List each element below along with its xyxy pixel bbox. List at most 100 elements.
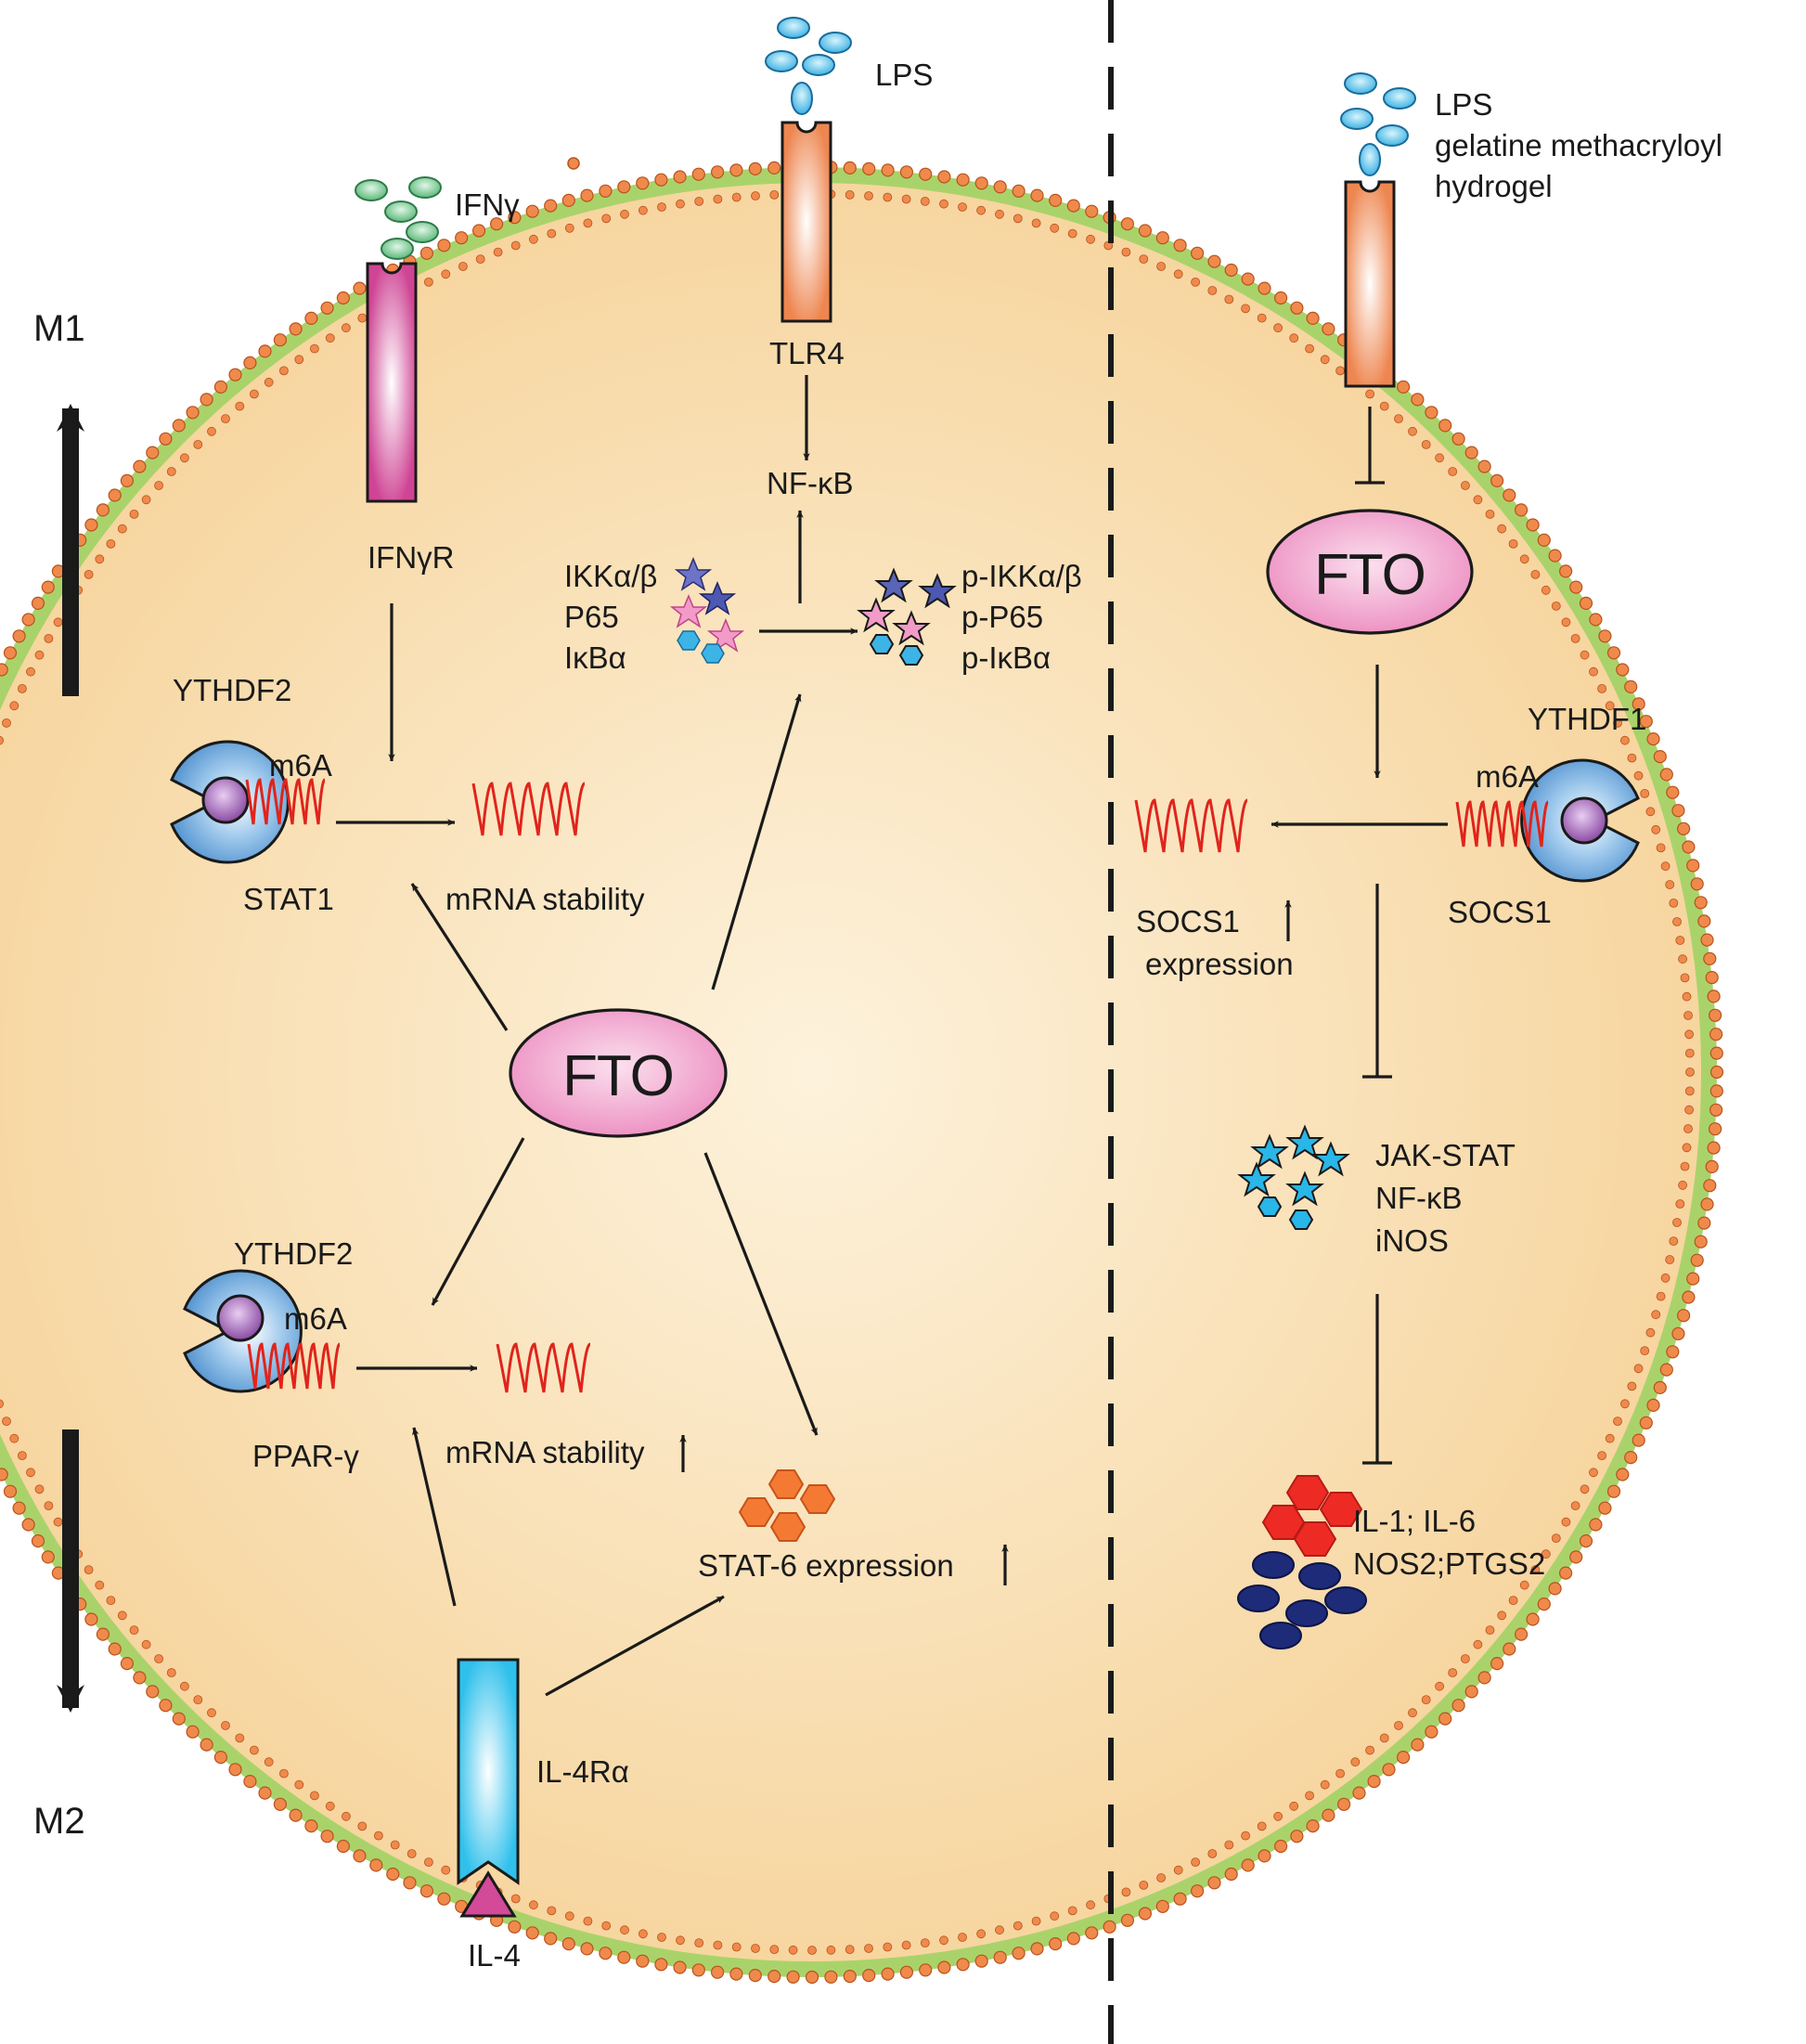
membrane-bead — [599, 184, 613, 198]
membrane-bead — [1289, 1801, 1299, 1811]
membrane-bead — [748, 162, 762, 175]
membrane-bead — [1322, 1808, 1335, 1822]
membrane-bead — [1086, 234, 1095, 244]
membrane-bead — [1050, 1911, 1060, 1921]
nfkb-right-label: NF-κB — [1375, 1181, 1463, 1215]
membrane-bead — [341, 323, 351, 333]
membrane-bead — [1709, 1084, 1723, 1098]
membrane-bead — [458, 262, 468, 271]
ifng-ligand-icon — [355, 176, 442, 260]
membrane-bead — [304, 311, 318, 325]
membrane-bead — [1503, 1642, 1516, 1656]
membrane-bead — [547, 228, 557, 239]
membrane-bead — [1085, 204, 1099, 218]
membrane-bead — [919, 167, 933, 181]
membrane-bead — [278, 366, 289, 376]
membrane-bead — [826, 1945, 836, 1955]
ifngr-receptor-icon — [366, 262, 418, 503]
socs1-expression-label-2: expression — [1145, 947, 1294, 981]
membrane-bead — [1241, 1831, 1250, 1841]
membrane-bead — [1490, 473, 1504, 488]
membrane-bead — [1682, 1290, 1696, 1304]
membrane-bead — [146, 1685, 160, 1699]
membrane-bead — [117, 524, 127, 534]
membrane-bead — [547, 1906, 557, 1916]
membrane-bead — [1485, 510, 1495, 519]
membrane-bead — [1350, 1757, 1361, 1767]
membrane-bead — [1207, 1849, 1218, 1858]
tlr4-receptor-group: LPS TLR4 NF-κB — [765, 17, 933, 500]
membrane-bead — [1190, 246, 1205, 260]
membrane-bead — [899, 165, 914, 179]
membrane-bead — [1290, 1830, 1304, 1843]
membrane-bead — [1671, 804, 1685, 818]
membrane-bead — [1257, 1821, 1267, 1831]
membrane-bead — [1306, 311, 1320, 325]
membrane-bead — [1438, 1712, 1452, 1726]
membrane-bead — [1155, 231, 1169, 245]
membrane-bead — [1680, 1161, 1690, 1171]
membrane-bead — [939, 199, 948, 209]
membrane-bead — [289, 1808, 303, 1822]
membrane-bead — [751, 1944, 760, 1953]
left-pathway-edges — [336, 375, 858, 1697]
membrane-bead — [713, 1940, 723, 1950]
membrane-bead — [807, 1946, 817, 1955]
pparg-stable-mrna-icon — [496, 1342, 591, 1393]
membrane-bead — [3, 1484, 18, 1498]
membrane-bead — [561, 1937, 575, 1951]
membrane-bead — [529, 1900, 538, 1910]
membrane-bead — [956, 1958, 970, 1972]
membrane-bead — [864, 191, 873, 201]
ifngr-label: IFNγR — [368, 540, 455, 575]
ythdf1-label: YTHDF1 — [1528, 702, 1646, 736]
stray-bead-icon — [567, 157, 580, 170]
membrane-bead — [1138, 224, 1153, 238]
membrane-bead — [901, 194, 911, 204]
membrane-bead — [1620, 735, 1630, 745]
membrane-bead — [1598, 629, 1612, 643]
membrane-bead — [1031, 218, 1041, 228]
membrane-bead — [1640, 789, 1650, 798]
membrane-bead — [193, 439, 203, 449]
membrane-bead — [583, 1916, 593, 1926]
membrane-bead — [1580, 650, 1590, 660]
membrane-bead — [617, 1950, 631, 1964]
membrane-bead — [1322, 322, 1335, 336]
membrane-bead — [1012, 184, 1026, 198]
membrane-bead — [676, 199, 685, 209]
membrane-bead — [510, 240, 521, 251]
membrane-bead — [493, 247, 503, 257]
membrane-bead — [207, 1708, 216, 1718]
membrane-bead — [31, 596, 45, 611]
membrane-bead — [636, 176, 650, 190]
membrane-bead — [309, 1791, 319, 1801]
membrane-bead — [1379, 1733, 1389, 1743]
p-ikk-complex: p-IKKα/β p-P65 p-IκBα — [857, 559, 1082, 675]
membrane-bead — [0, 663, 8, 677]
membrane-bead — [1548, 1582, 1562, 1596]
membrane-bead — [1490, 1656, 1504, 1671]
stat6-group: STAT-6 expression — [698, 1469, 1009, 1585]
membrane-bead — [1411, 393, 1425, 407]
membrane-bead — [1224, 294, 1234, 304]
membrane-bead — [1382, 1763, 1396, 1777]
membrane-bead — [1561, 617, 1571, 627]
membrane-bead — [9, 1433, 19, 1443]
membrane-bead — [1624, 1450, 1638, 1465]
p-ikk-star-icon — [857, 567, 957, 666]
membrane-bead — [1207, 286, 1218, 295]
membrane-bead — [1473, 1639, 1483, 1649]
membrane-bead — [1335, 366, 1345, 376]
membrane-bead — [1651, 1310, 1661, 1320]
membrane-bead — [1579, 596, 1593, 611]
membrane-bead — [1684, 1086, 1695, 1096]
membrane-bead — [1597, 1451, 1606, 1460]
membrane-bead — [862, 1969, 876, 1983]
membrane-bead — [26, 1468, 35, 1478]
membrane-bead — [0, 1468, 8, 1481]
membrane-bead — [172, 419, 186, 433]
membrane-bead — [264, 377, 274, 387]
ikk-star-icon — [669, 557, 745, 664]
membrane-bead — [1473, 495, 1483, 505]
